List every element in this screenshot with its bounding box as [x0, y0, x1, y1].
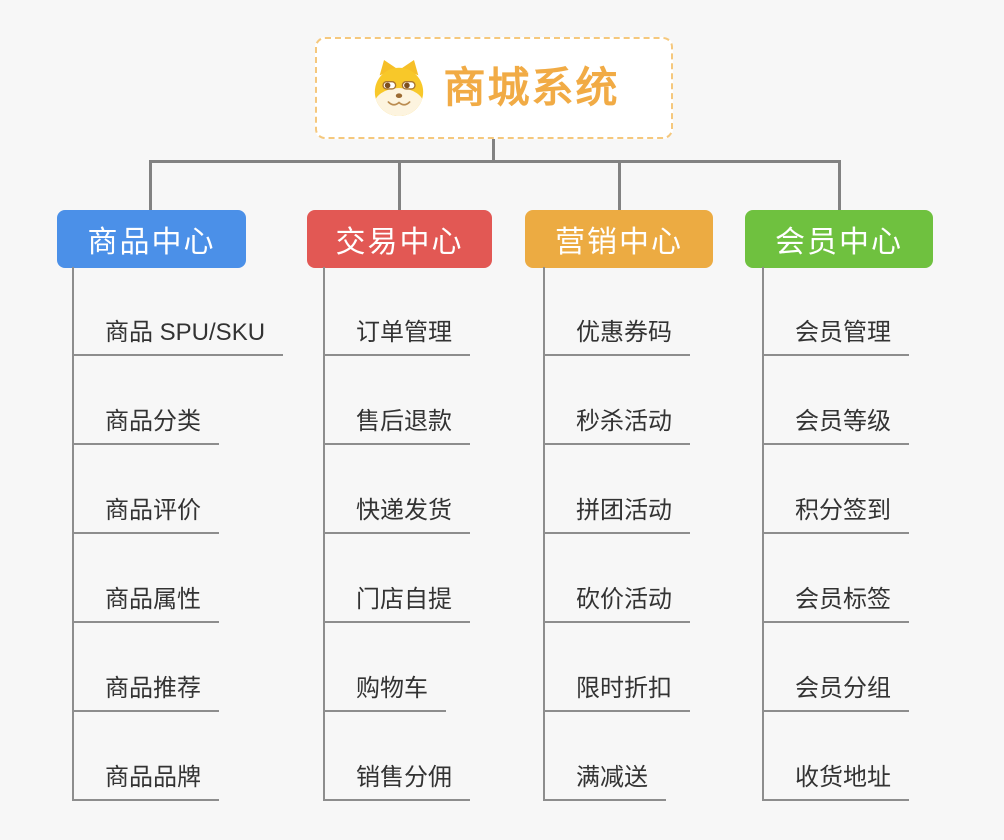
leaf-label: 优惠券码 — [576, 319, 672, 347]
leaf-shopping-cart[interactable]: 购物车 — [323, 623, 446, 712]
leaf-product-review[interactable]: 商品评价 — [72, 445, 219, 534]
leaf-shipping-address[interactable]: 收货地址 — [762, 712, 909, 801]
leaf-product-attribute[interactable]: 商品属性 — [72, 534, 219, 623]
leaf-column-member-center: 会员管理 会员等级 积分签到 会员标签 会员分组 收货地址 — [762, 267, 909, 801]
leaf-member-tag[interactable]: 会员标签 — [762, 534, 909, 623]
leaf-express-shipping[interactable]: 快递发货 — [323, 445, 470, 534]
leaf-label: 砍价活动 — [576, 586, 672, 614]
connector-root-stem — [492, 139, 495, 162]
leaf-label: 积分签到 — [795, 497, 891, 525]
root-node-mall-system[interactable]: 商城系统 — [315, 37, 673, 139]
connector-drop-trade — [398, 160, 401, 210]
leaf-sales-commission[interactable]: 销售分佣 — [323, 712, 470, 801]
branch-node-member-center[interactable]: 会员中心 — [745, 210, 933, 268]
leaf-product-spu-sku[interactable]: 商品 SPU/SKU — [72, 267, 284, 356]
leaf-column-trade-center: 订单管理 售后退款 快递发货 门店自提 购物车 销售分佣 — [323, 267, 470, 801]
root-title: 商城系统 — [443, 64, 620, 111]
leaf-label: 订单管理 — [356, 319, 452, 347]
leaf-label: 收货地址 — [795, 764, 891, 792]
branch-node-product-center[interactable]: 商品中心 — [57, 210, 246, 268]
leaf-order-management[interactable]: 订单管理 — [323, 267, 470, 356]
leaf-label: 商品品牌 — [105, 764, 201, 792]
leaf-aftersale-refund[interactable]: 售后退款 — [323, 356, 470, 445]
leaf-label: 售后退款 — [356, 408, 452, 436]
leaf-label: 商品评价 — [105, 497, 201, 525]
connector-drop-member — [838, 160, 841, 210]
leaf-label: 快递发货 — [356, 497, 452, 525]
leaf-label: 商品属性 — [105, 586, 201, 614]
leaf-flash-sale[interactable]: 秒杀活动 — [543, 356, 690, 445]
leaf-label: 门店自提 — [356, 586, 452, 614]
leaf-coupon-code[interactable]: 优惠券码 — [543, 267, 690, 356]
leaf-product-category[interactable]: 商品分类 — [72, 356, 219, 445]
leaf-label: 限时折扣 — [576, 675, 672, 703]
leaf-label: 商品推荐 — [105, 675, 201, 703]
leaf-limited-time-discount[interactable]: 限时折扣 — [543, 623, 690, 712]
leaf-rail — [72, 267, 74, 801]
leaf-label: 购物车 — [356, 675, 428, 703]
leaf-store-pickup[interactable]: 门店自提 — [323, 534, 470, 623]
connector-drop-marketing — [618, 160, 621, 210]
shiba-dog-icon — [375, 59, 424, 117]
leaf-rail — [762, 267, 764, 801]
leaf-product-brand[interactable]: 商品品牌 — [72, 712, 219, 801]
leaf-bargain-activity[interactable]: 砍价活动 — [543, 534, 690, 623]
branch-node-marketing-center[interactable]: 营销中心 — [525, 210, 713, 268]
leaf-member-level[interactable]: 会员等级 — [762, 356, 909, 445]
leaf-label: 会员等级 — [795, 408, 891, 436]
leaf-group-buy[interactable]: 拼团活动 — [543, 445, 690, 534]
leaf-label: 满减送 — [576, 764, 648, 792]
leaf-label: 秒杀活动 — [576, 408, 672, 436]
leaf-label: 会员标签 — [795, 586, 891, 614]
leaf-points-checkin[interactable]: 积分签到 — [762, 445, 909, 534]
leaf-rail — [543, 267, 545, 801]
leaf-product-recommend[interactable]: 商品推荐 — [72, 623, 219, 712]
branch-node-trade-center[interactable]: 交易中心 — [307, 210, 492, 268]
leaf-column-product-center: 商品 SPU/SKU 商品分类 商品评价 商品属性 商品推荐 商品品牌 — [72, 267, 284, 801]
connector-bus — [149, 160, 841, 163]
leaf-member-management[interactable]: 会员管理 — [762, 267, 909, 356]
leaf-column-marketing-center: 优惠券码 秒杀活动 拼团活动 砍价活动 限时折扣 满减送 — [543, 267, 690, 801]
leaf-label: 会员管理 — [795, 319, 891, 347]
leaf-label: 商品分类 — [105, 408, 201, 436]
leaf-member-group[interactable]: 会员分组 — [762, 623, 909, 712]
leaf-label: 拼团活动 — [576, 497, 672, 525]
leaf-label: 会员分组 — [795, 675, 891, 703]
leaf-label: 商品 SPU/SKU — [105, 319, 266, 347]
leaf-rail — [323, 267, 325, 801]
leaf-label: 销售分佣 — [356, 764, 452, 792]
leaf-spend-save[interactable]: 满减送 — [543, 712, 666, 801]
connector-drop-product — [149, 160, 152, 210]
